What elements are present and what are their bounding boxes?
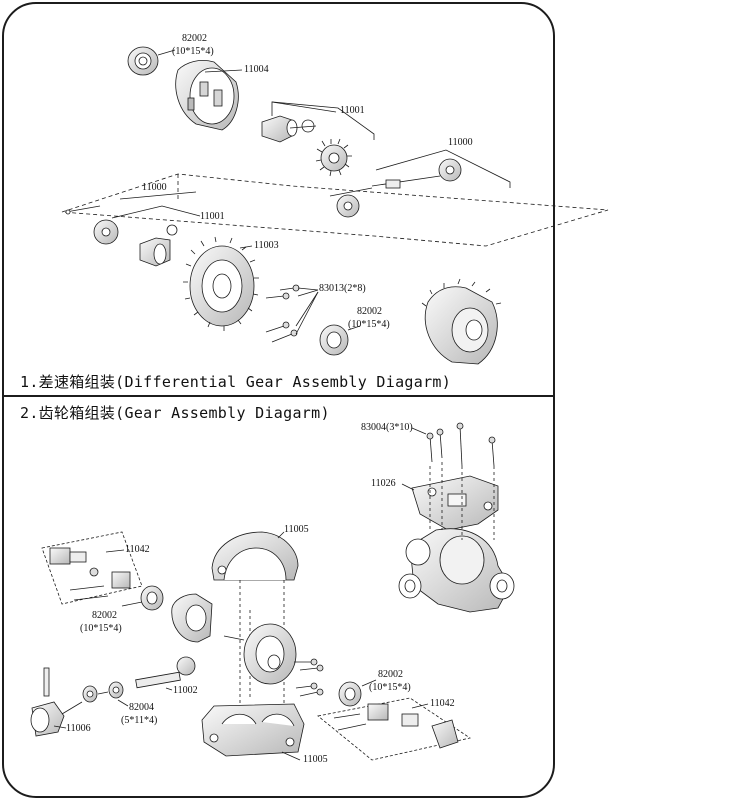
housing-top-11005 bbox=[211, 531, 299, 581]
bearing-82002-top bbox=[127, 46, 159, 76]
label-11003: 11003 bbox=[254, 240, 279, 251]
pin-11000-lower bbox=[65, 205, 101, 215]
label-82004: 82004 bbox=[129, 702, 154, 713]
label-82002-bottom-size: (10*15*4) bbox=[348, 319, 390, 330]
section-title-differential: 1.差速箱组装(Differential Gear Assembly Diaga… bbox=[20, 373, 452, 391]
differential-inner bbox=[171, 593, 245, 643]
label-82002-right-size: (10*15*4) bbox=[369, 682, 411, 693]
label-82002-top: 82002 bbox=[182, 33, 207, 44]
bearing-82002-right bbox=[338, 681, 362, 707]
bevel-gear-upper bbox=[315, 138, 352, 177]
label-82004-size: (5*11*4) bbox=[121, 715, 158, 726]
label-82002-left-size: (10*15*4) bbox=[80, 623, 122, 634]
label-11000-upper: 11000 bbox=[448, 137, 473, 148]
coupler-11001-lower bbox=[139, 224, 178, 267]
label-11001-upper: 11001 bbox=[340, 105, 365, 116]
screws-83013 bbox=[265, 284, 300, 343]
label-11042-left: 11042 bbox=[125, 544, 150, 555]
ring-gear-section2 bbox=[243, 623, 297, 685]
label-11005-bottom: 11005 bbox=[303, 754, 328, 765]
shaft-11002 bbox=[135, 656, 196, 691]
diff-housing-11004 bbox=[175, 60, 239, 131]
label-83013: 83013(2*8) bbox=[319, 283, 366, 294]
assembled-differential bbox=[421, 278, 502, 365]
label-11042-right: 11042 bbox=[430, 698, 455, 709]
bearing-82002-bottom bbox=[319, 324, 349, 356]
label-82002-right: 82002 bbox=[378, 669, 403, 680]
label-11004: 11004 bbox=[244, 64, 269, 75]
screws-83004 bbox=[426, 422, 496, 467]
label-11000-lower: 11000 bbox=[142, 182, 167, 193]
label-11001-lower: 11001 bbox=[200, 211, 225, 222]
top-cover-11026 bbox=[411, 475, 499, 531]
label-11005-top: 11005 bbox=[284, 524, 309, 535]
ring-gear-11003 bbox=[183, 236, 259, 331]
assembled-gearbox bbox=[398, 528, 515, 613]
coupler-11001-upper bbox=[261, 115, 317, 143]
pinion-shaft-11000-upper bbox=[336, 158, 462, 218]
output-cup-11006 bbox=[30, 667, 83, 737]
label-82002-bottom: 82002 bbox=[357, 306, 382, 317]
label-11002: 11002 bbox=[173, 685, 198, 696]
section-divider bbox=[2, 395, 555, 397]
label-11026: 11026 bbox=[371, 478, 396, 489]
yoke-assembly-11042-left bbox=[41, 531, 143, 605]
bearings-82004 bbox=[82, 681, 124, 703]
label-11006: 11006 bbox=[66, 723, 91, 734]
label-83004: 83004(3*10) bbox=[361, 422, 413, 433]
section-title-gearbox: 2.齿轮箱组装(Gear Assembly Diagarm) bbox=[20, 404, 330, 422]
label-82002-top-size: (10*15*4) bbox=[172, 46, 214, 57]
yoke-assembly-11042-right bbox=[317, 697, 471, 761]
housing-bottom-11005 bbox=[201, 703, 305, 757]
bearing-82002-left bbox=[140, 585, 164, 611]
bevel-gear-lower bbox=[93, 219, 119, 245]
label-82002-left: 82002 bbox=[92, 610, 117, 621]
